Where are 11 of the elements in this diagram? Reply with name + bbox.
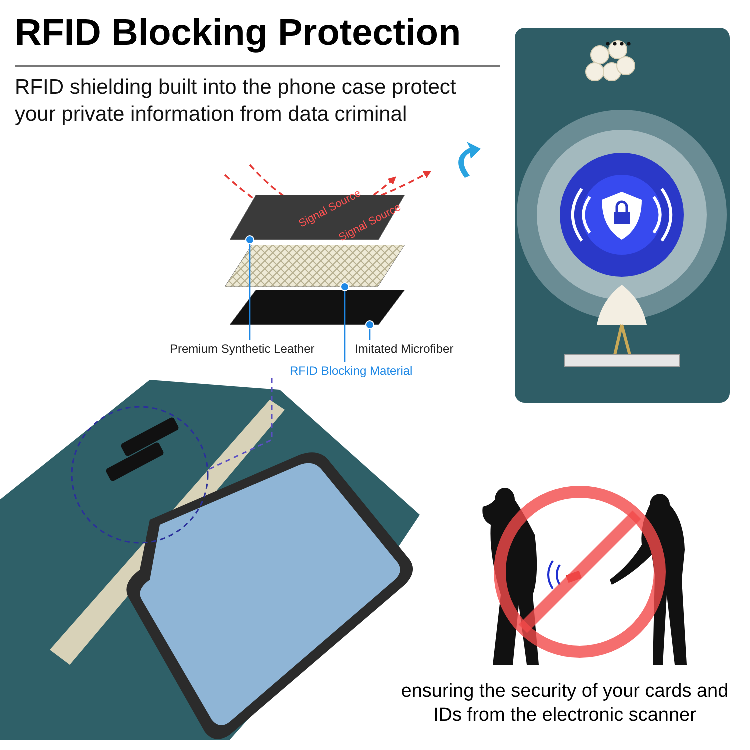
microfiber-layer [230, 290, 405, 325]
caption: ensuring the security of your cards and IDs from the electronic scanner [400, 680, 730, 728]
mesh-layer [225, 245, 405, 287]
leader-line [340, 282, 350, 362]
layer-label: Imitated Microfiber [355, 340, 480, 358]
title: RFID Blocking Protection [15, 12, 462, 54]
layer-label: RFID Blocking Material [290, 362, 420, 380]
leader-line [366, 320, 374, 340]
leader-line [246, 236, 254, 340]
subtitle: RFID shielding built into the phone case protect your private information from data criminal [15, 75, 458, 128]
layer-label: Premium Synthetic Leather [170, 340, 330, 358]
